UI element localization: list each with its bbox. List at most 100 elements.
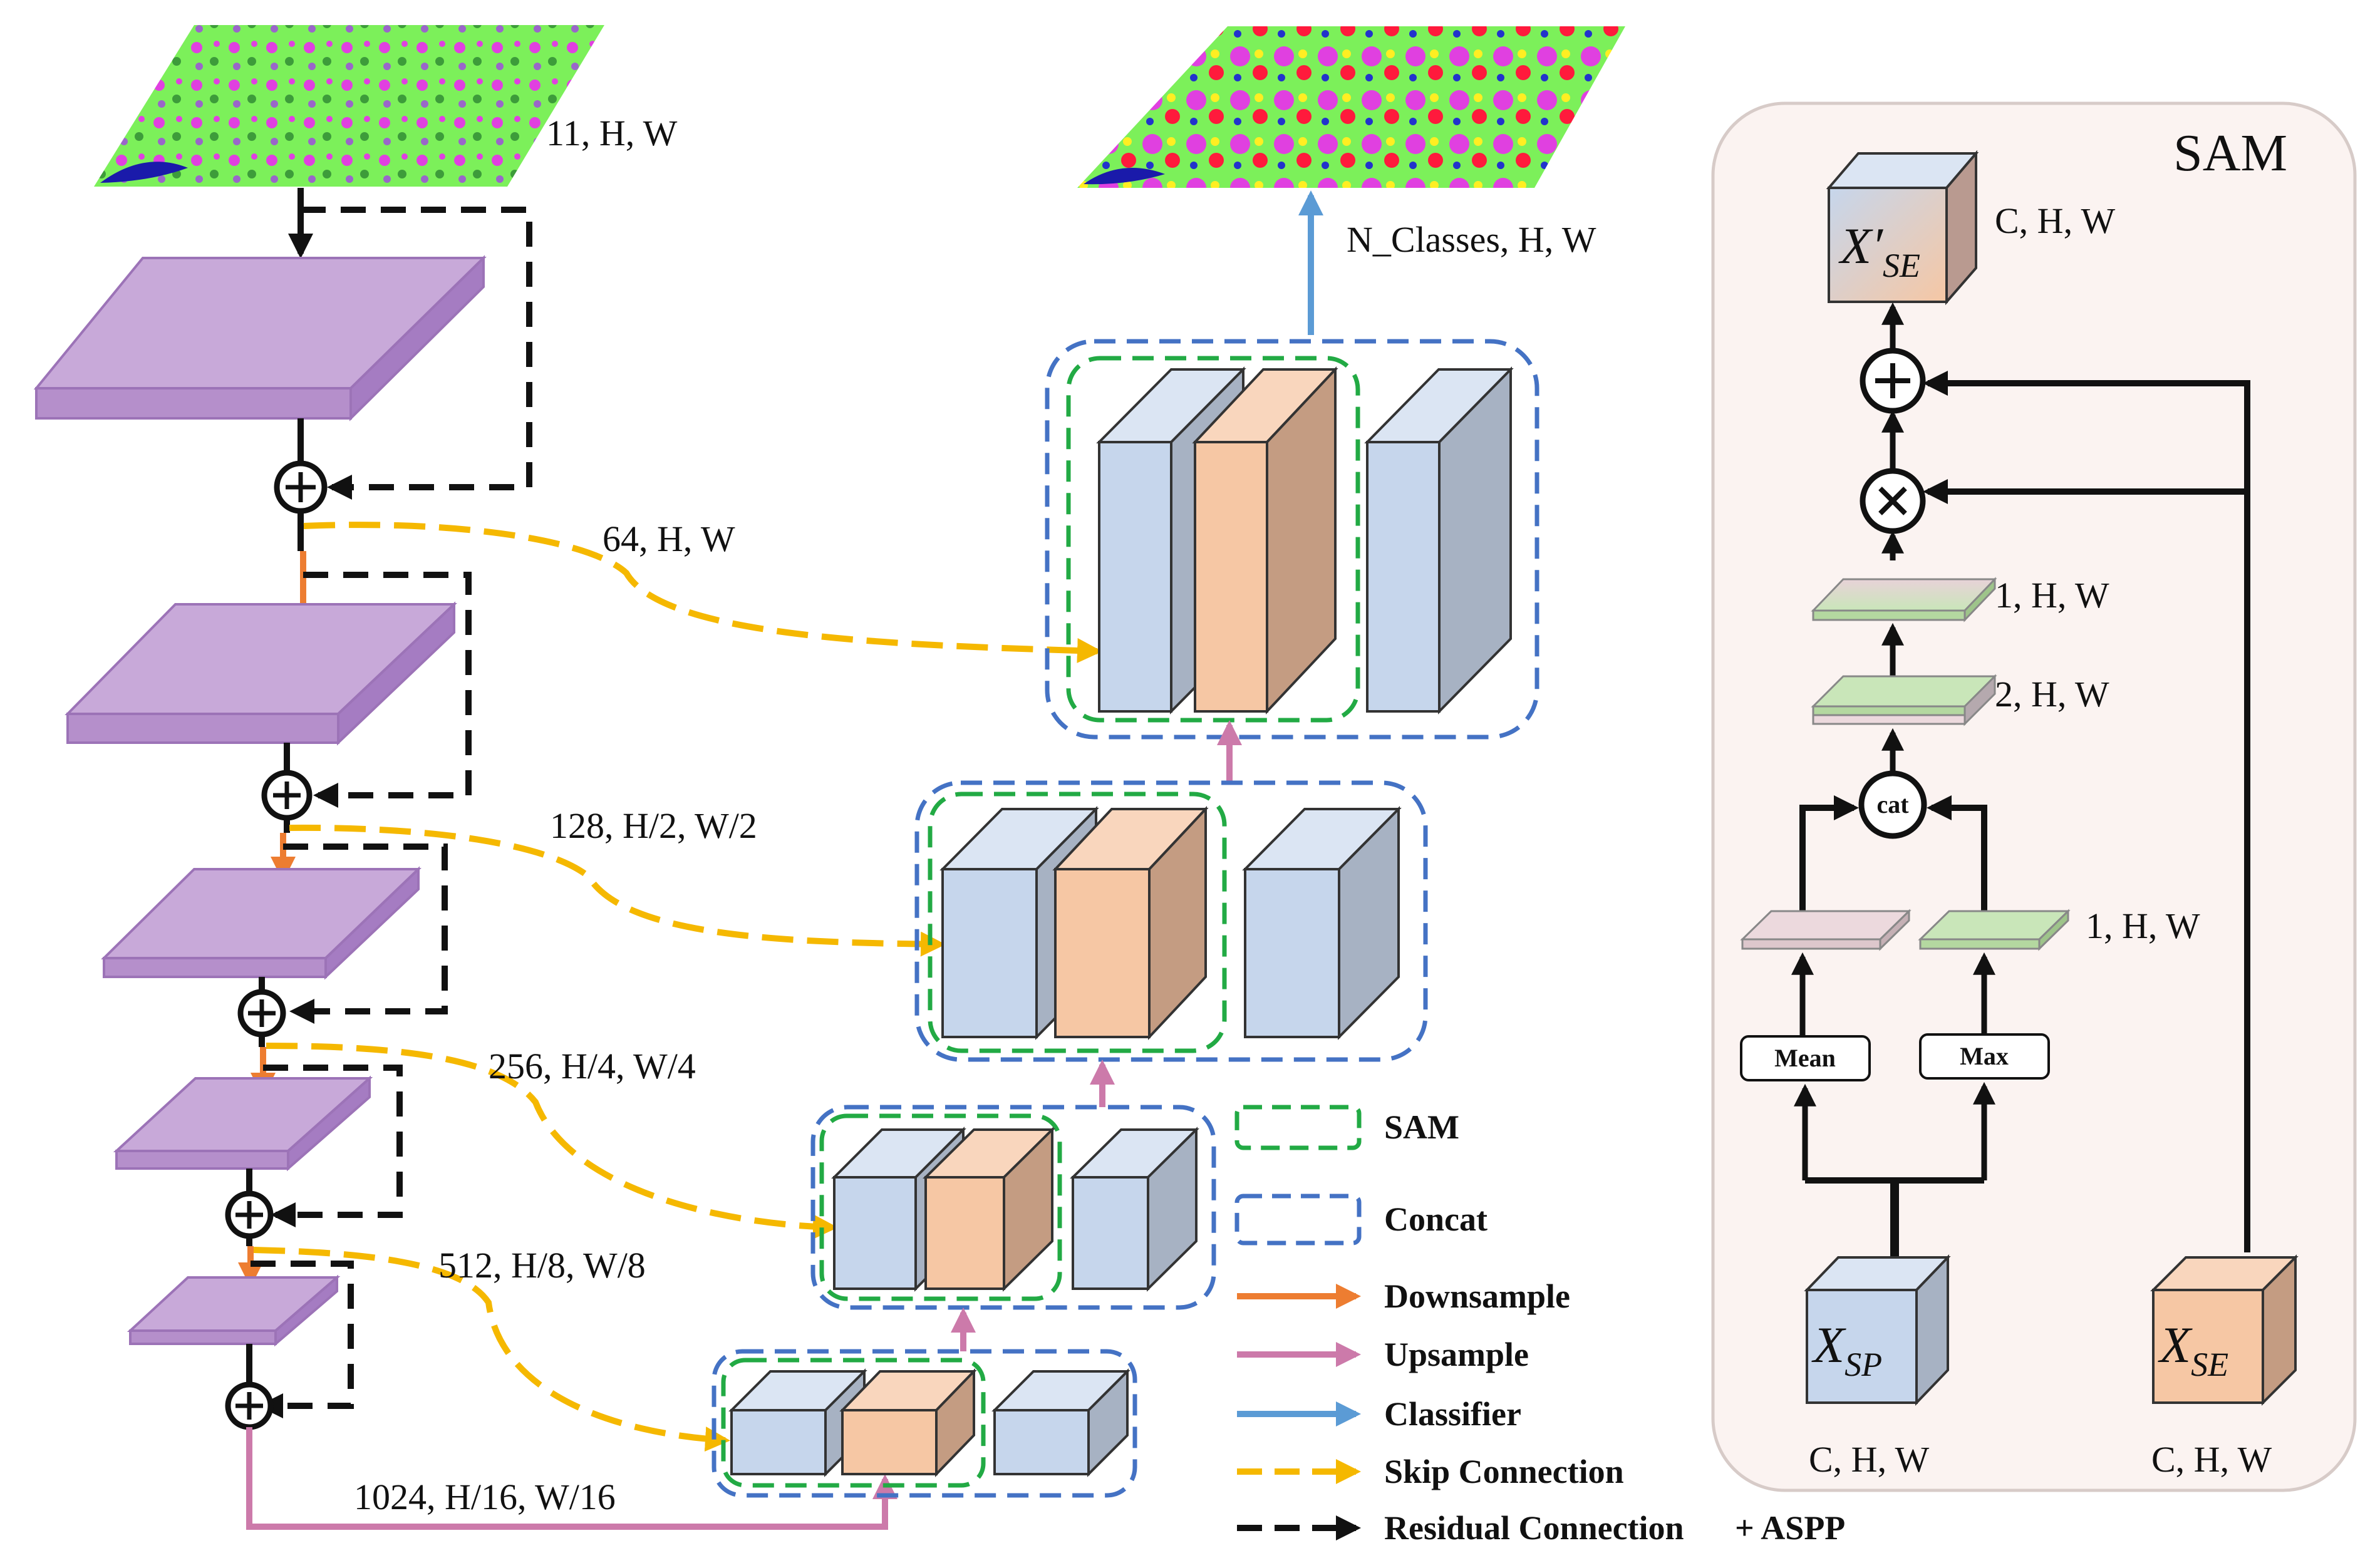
decoder-feature-blue-4b <box>991 1368 1130 1477</box>
mean-op: Mean <box>1740 1035 1871 1081</box>
legend-label-skip: Skip Connection <box>1384 1453 1624 1490</box>
legend-label-downsample: Downsample <box>1384 1277 1570 1315</box>
bottleneck-upsample-path <box>246 1427 898 1530</box>
decoder: N_Classes, H, W <box>711 26 1625 1498</box>
encoder-block-5 <box>127 1274 341 1347</box>
legend-item-concat: Concat <box>1234 1194 1487 1246</box>
mean-label: Mean <box>1774 1044 1836 1072</box>
sam-panel-title: SAM <box>2173 124 2287 182</box>
decoder-feature-blue-3b <box>1070 1127 1199 1292</box>
concat-box-1 <box>1045 339 1539 740</box>
input-dims-label: 11, H, W <box>546 113 678 153</box>
xse-to-multiply-connection <box>1923 371 2250 1252</box>
cat-label: cat <box>1876 790 1909 818</box>
bottleneck-dims-label: 1024, H/16, W/16 <box>354 1477 616 1517</box>
encoder-block-1 <box>33 255 487 421</box>
legend: SAM Concat Downsample Upsample Classifie… <box>1234 1105 1845 1547</box>
cat-node: cat <box>1858 770 1927 839</box>
input-image <box>94 25 604 187</box>
sam-box-3 <box>819 1113 1062 1301</box>
decoder-feature-orange-4 <box>839 1368 977 1477</box>
concat-box-2 <box>914 780 1428 1062</box>
sam-panel-background <box>1711 101 2357 1492</box>
residual-connection-3 <box>283 843 448 1024</box>
sam-box-1 <box>1066 356 1360 723</box>
residual-connection-1 <box>301 207 532 500</box>
input-cube-xse: XSE <box>2150 1254 2299 1406</box>
plus-circle-icon-1 <box>274 460 328 514</box>
legend-swatch-sam <box>1234 1105 1362 1150</box>
legend-label-classifier: Classifier <box>1384 1395 1521 1433</box>
residual-connection-2 <box>303 572 472 808</box>
legend-label-residual: Residual Connection <box>1384 1509 1684 1547</box>
xsp-dims-label: C, H, W <box>1809 1439 1930 1480</box>
legend-item-skip: Skip Connection <box>1237 1453 1624 1490</box>
output-dims-label-sam: C, H, W <box>1995 200 2116 241</box>
sam-panel: SAM X′SE C, H, W 1, H, W <box>1711 101 2357 1492</box>
mean-map <box>1740 909 1912 951</box>
attention-map-top <box>1811 577 1997 622</box>
legend-label-concat: Concat <box>1384 1200 1487 1238</box>
legend-item-classifier: Classifier <box>1237 1395 1521 1433</box>
plus-circle-icon-2 <box>261 770 313 821</box>
legend-label-aspp: + ASPP <box>1735 1509 1845 1547</box>
sam-box-4 <box>721 1358 986 1488</box>
plus-circle-icon-4 <box>225 1190 274 1239</box>
skip-label-3: 256, H/4, W/4 <box>489 1046 696 1086</box>
decoder-feature-orange-2 <box>1052 805 1209 1041</box>
decoder-stage-3 <box>810 1105 1216 1310</box>
svg-text:XSP: XSP <box>1811 1316 1882 1383</box>
map-dims-label-top: 1, H, W <box>1995 575 2109 616</box>
legend-label-sam: SAM <box>1384 1108 1459 1146</box>
skip-label-2: 128, H/2, W/2 <box>550 805 757 846</box>
output-dims-label: N_Classes, H, W <box>1347 219 1596 260</box>
residual-connection-4 <box>263 1065 403 1227</box>
map-dims-label-max: 1, H, W <box>2086 905 2200 946</box>
decoder-feature-orange-3 <box>923 1127 1055 1292</box>
skip-connection-2 <box>289 824 946 957</box>
skip-label-1: 64, H, W <box>603 518 735 559</box>
concat-map <box>1811 674 1997 726</box>
legend-item-sam: SAM <box>1234 1105 1459 1150</box>
decoder-stage-4 <box>711 1349 1137 1498</box>
legend-item-upsample: Upsample <box>1237 1336 1529 1373</box>
skip-label-4: 512, H/8, W/8 <box>438 1245 646 1286</box>
svg-text:X′SE: X′SE <box>1838 217 1920 284</box>
decoder-feature-orange-1 <box>1192 366 1338 715</box>
encoder-block-3 <box>101 866 422 980</box>
legend-label-upsample: Upsample <box>1384 1336 1529 1373</box>
legend-item-residual: Residual Connection + ASPP <box>1237 1509 1845 1547</box>
decoder-stage-1 <box>1045 339 1539 740</box>
skip-connection-3 <box>266 1043 838 1240</box>
plus-circle-icon-3 <box>237 989 286 1038</box>
decoder-stage-2 <box>914 780 1428 1062</box>
map-dims-label-two: 2, H, W <box>1995 674 2109 715</box>
skip-connection-4 <box>253 1247 730 1452</box>
input-cube-xsp: XSP <box>1804 1254 1951 1406</box>
encoder-block-2 <box>65 601 458 746</box>
residual-connection-5 <box>251 1261 354 1418</box>
max-map <box>1918 909 2071 951</box>
skip-connection-1 <box>303 522 1102 663</box>
plus-circle-icon-sam <box>1860 348 1926 414</box>
xse-dims-label: C, H, W <box>2151 1439 2272 1480</box>
output-cube-xse-prime: X′SE <box>1826 150 1979 306</box>
times-circle-icon-sam <box>1860 468 1926 534</box>
concat-box-3 <box>810 1105 1216 1310</box>
max-label: Max <box>1960 1042 2009 1070</box>
encoder: 11, H, W <box>33 25 898 1530</box>
sam-box-2 <box>928 792 1227 1053</box>
decoder-feature-blue-1b <box>1364 366 1514 715</box>
output-segmentation-map <box>1077 26 1625 188</box>
svg-text:XSE: XSE <box>2158 1316 2228 1383</box>
decoder-feature-blue-2b <box>1242 806 1402 1040</box>
legend-item-downsample: Downsample <box>1237 1277 1570 1315</box>
input-river <box>100 162 188 183</box>
max-op: Max <box>1919 1033 2050 1080</box>
skip-connections: 64, H, W 128, H/2, W/2 256, H/4, W/4 512… <box>253 518 1102 1452</box>
concat-box-4 <box>711 1349 1137 1498</box>
encoder-block-4 <box>113 1075 373 1172</box>
plus-circle-icon-5 <box>225 1381 274 1430</box>
legend-swatch-concat <box>1234 1194 1362 1246</box>
